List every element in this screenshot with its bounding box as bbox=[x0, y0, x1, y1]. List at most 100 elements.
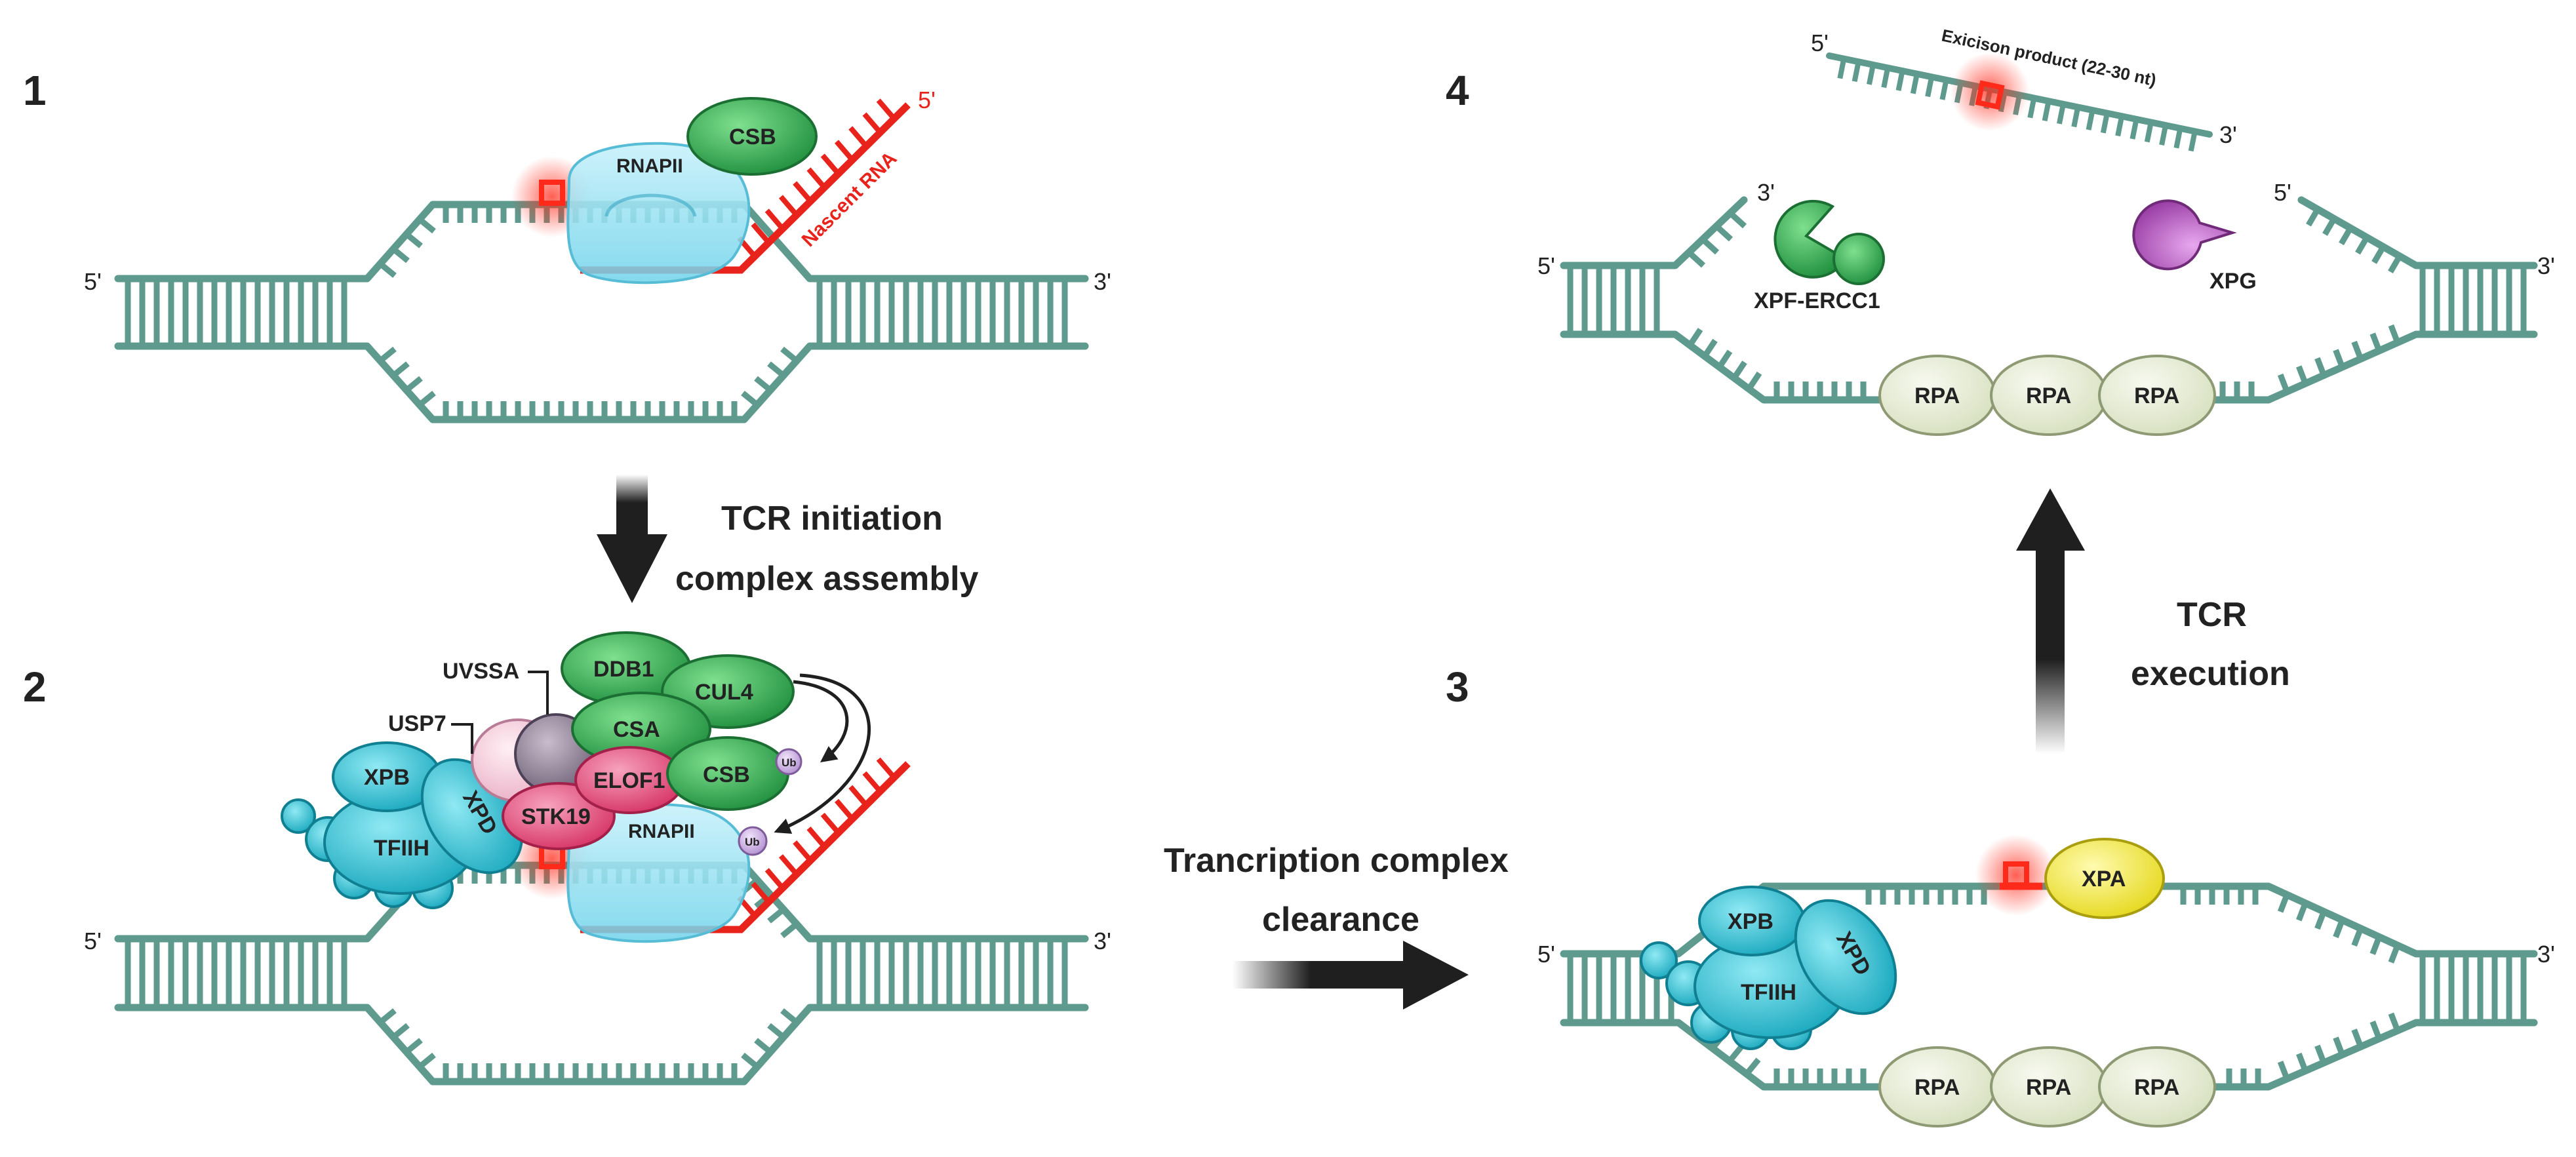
panel-1-lesion-icon bbox=[539, 180, 565, 206]
base-tick bbox=[820, 812, 841, 835]
panel-number-4: 4 bbox=[1446, 67, 1469, 114]
panel-1-csb-label: CSB bbox=[729, 125, 776, 149]
panel-2-three-prime-label: 3' bbox=[1094, 928, 1111, 954]
panel-4-xpg bbox=[2132, 199, 2237, 271]
base-tick bbox=[1714, 224, 1734, 242]
base-tick bbox=[2388, 1012, 2401, 1032]
base-tick bbox=[1732, 361, 1747, 380]
base-tick bbox=[2159, 125, 2168, 146]
base-tick bbox=[764, 208, 785, 231]
arrow-clearance bbox=[1233, 941, 1469, 1010]
panel-4-xpf-ercc1-label: XPF-ERCC1 bbox=[1754, 288, 1880, 313]
base-tick bbox=[2188, 130, 2198, 152]
panel-4-rpa-label-2: RPA bbox=[2026, 383, 2071, 408]
base-tick bbox=[806, 826, 827, 849]
base-tick bbox=[378, 346, 397, 363]
base-tick bbox=[848, 126, 869, 148]
base-tick bbox=[2351, 340, 2364, 361]
base-tick bbox=[1925, 76, 1935, 98]
base-tick bbox=[2306, 208, 2320, 227]
base-tick bbox=[405, 1038, 423, 1055]
base-tick bbox=[1716, 349, 1733, 369]
base-tick bbox=[2027, 97, 2037, 119]
panel-4-rpa-label-1: RPA bbox=[1914, 383, 1960, 408]
panel-3-tfiih-label: TFIIH bbox=[1741, 980, 1796, 1005]
base-tick bbox=[848, 785, 869, 807]
base-tick bbox=[1939, 79, 1949, 100]
panel-2-rnapii-label: RNAPII bbox=[628, 821, 695, 842]
base-tick bbox=[2296, 365, 2308, 385]
base-tick bbox=[1895, 70, 1905, 91]
base-tick bbox=[764, 868, 785, 890]
base-tick bbox=[754, 1038, 772, 1055]
step-execution-line1: TCR bbox=[2177, 596, 2247, 634]
panel-3-xpb-label: XPB bbox=[1728, 909, 1773, 934]
base-tick bbox=[1837, 58, 1847, 79]
panel-4-rpa-3 bbox=[2098, 355, 2216, 436]
base-tick bbox=[1746, 371, 1762, 391]
base-tick bbox=[391, 1023, 410, 1040]
base-tick bbox=[2144, 121, 2154, 143]
base-tick bbox=[2100, 112, 2110, 134]
base-tick bbox=[405, 231, 423, 248]
base-tick bbox=[741, 391, 759, 408]
base-tick bbox=[2314, 357, 2327, 377]
base-tick bbox=[2333, 1036, 2345, 1056]
base-tick bbox=[862, 771, 882, 793]
panel-2-stk19-label: STK19 bbox=[521, 804, 591, 829]
panel-2-ddb1-label: DDB1 bbox=[593, 657, 654, 682]
base-tick bbox=[876, 757, 896, 779]
panel-2-csa-label: CSA bbox=[613, 717, 660, 742]
base-tick bbox=[2042, 100, 2051, 122]
base-tick bbox=[820, 153, 841, 176]
base-tick bbox=[1702, 338, 1718, 358]
panel-4-rpa-label-3: RPA bbox=[2134, 383, 2179, 408]
base-tick bbox=[862, 112, 882, 134]
panel-3-rpa-label-2: RPA bbox=[2026, 1075, 2071, 1100]
base-tick bbox=[754, 892, 772, 909]
panel-3-rpa-label-1: RPA bbox=[1914, 1075, 1960, 1100]
arrow-execution bbox=[2016, 488, 2085, 754]
base-tick bbox=[2277, 893, 2290, 913]
panel-3-rpa-3 bbox=[2098, 1046, 2216, 1128]
panel-1-three-prime-label: 3' bbox=[1094, 268, 1111, 295]
base-tick bbox=[780, 1008, 799, 1025]
arrow-initiation bbox=[597, 475, 667, 603]
base-tick bbox=[876, 98, 896, 121]
panel-4-three-prime-label: 3' bbox=[2537, 252, 2555, 279]
base-tick bbox=[1727, 1044, 1744, 1063]
panel-3-rpa-label-3: RPA bbox=[2134, 1075, 2179, 1100]
base-tick bbox=[2355, 235, 2369, 255]
base-tick bbox=[378, 1008, 397, 1025]
step-clearance-line1: Trancription complex bbox=[1164, 842, 1509, 880]
panel-1-five-prime-label: 5' bbox=[84, 268, 102, 295]
base-tick bbox=[767, 361, 785, 378]
panel-2-elof1-label: ELOF1 bbox=[593, 768, 665, 793]
excision-product-rungs bbox=[1837, 58, 2198, 152]
base-tick bbox=[767, 1023, 785, 1040]
panel-3-five-prime-label: 5' bbox=[1537, 941, 1555, 968]
step-clearance-line2: clearance bbox=[1262, 901, 1419, 939]
panel-2-rna-rungs bbox=[737, 757, 896, 918]
excision-five-prime-label: 5' bbox=[1811, 29, 1829, 56]
base-tick bbox=[778, 195, 799, 217]
base-tick bbox=[834, 140, 855, 162]
base-tick bbox=[2277, 1061, 2290, 1080]
base-tick bbox=[2173, 127, 2183, 149]
base-tick bbox=[1700, 237, 1720, 255]
panel-3-tfiih-complex bbox=[1640, 886, 1897, 1050]
base-tick bbox=[2339, 226, 2353, 246]
base-tick bbox=[2388, 944, 2401, 964]
base-tick bbox=[405, 376, 423, 393]
panel-4-lesion-icon bbox=[1975, 80, 2005, 110]
panel-2-five-prime-label: 5' bbox=[84, 928, 102, 954]
step-execution-line2: execution bbox=[2131, 655, 2290, 693]
base-tick bbox=[2314, 911, 2327, 930]
panel-2-tfiih-complex bbox=[281, 741, 524, 909]
panel-number-3: 3 bbox=[1446, 663, 1469, 711]
base-tick bbox=[2388, 324, 2401, 344]
panel-2-ub-csb bbox=[775, 748, 803, 775]
panel-2-ub-csb-label: Ub bbox=[782, 756, 797, 769]
base-tick bbox=[2369, 1020, 2382, 1040]
